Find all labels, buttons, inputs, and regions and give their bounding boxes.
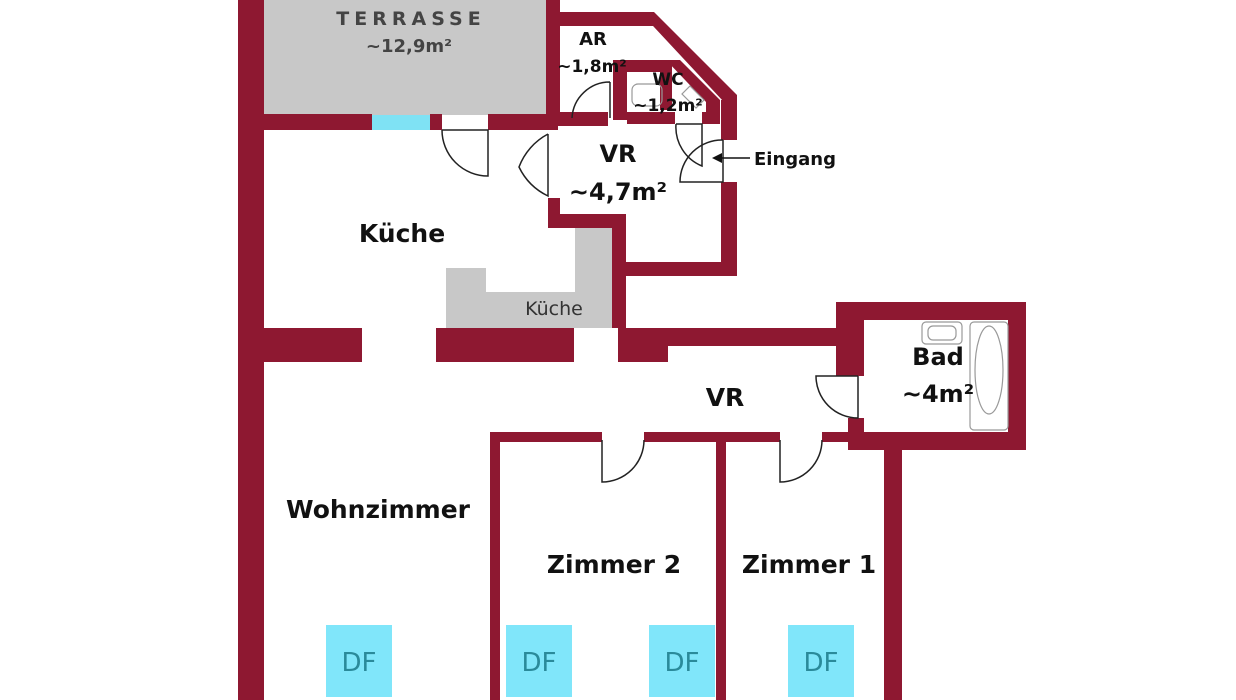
- wc-fixtures: [631, 83, 705, 109]
- terrace-door: [441, 129, 489, 177]
- vr-hall-name: VR: [706, 383, 745, 412]
- ar-door: [571, 81, 611, 119]
- wc-name: WC: [652, 70, 683, 90]
- entrance-label: Eingang: [754, 149, 836, 170]
- zimmer2-name: Zimmer 2: [547, 550, 681, 579]
- bath-fixtures: [921, 321, 1009, 431]
- skylight-zimmer2-right: DF: [649, 625, 715, 697]
- terrasse-area: ~12,9m²: [366, 36, 452, 57]
- vr-kitchen-door: [518, 133, 549, 198]
- terrasse-name: TERRASSE: [336, 8, 485, 30]
- zimmer1-name: Zimmer 1: [742, 550, 876, 579]
- entrance-door: [679, 139, 724, 183]
- vr-entry-name: VR: [599, 140, 636, 168]
- zimmer2-door: [601, 439, 645, 483]
- terrace-area: [262, 0, 548, 115]
- arrow-left-icon: [712, 153, 750, 163]
- skylight-zimmer1: DF: [788, 625, 854, 697]
- bad-name: Bad: [912, 343, 964, 371]
- skylight-label: DF: [342, 648, 377, 678]
- wc-area: ~1,2m²: [633, 96, 703, 116]
- chamfer-wall: [640, 12, 737, 140]
- bad-area: ~4m²: [902, 380, 974, 408]
- wc-door: [675, 123, 703, 168]
- ar-name: AR: [579, 29, 607, 50]
- zimmer1-door: [779, 439, 823, 483]
- kueche-counter-label: Küche: [525, 298, 583, 320]
- walls: [238, 0, 1026, 700]
- skylight-label: DF: [665, 648, 700, 678]
- vr-entry-area: ~4,7m²: [569, 178, 667, 206]
- ar-area: ~1,8m²: [557, 57, 627, 77]
- wc-chamfer-wall: [666, 60, 720, 112]
- kueche-name: Küche: [359, 219, 445, 248]
- skylight-label: DF: [804, 648, 839, 678]
- skylight-wohnzimmer: DF: [326, 625, 392, 697]
- skylight-zimmer2-left: DF: [506, 625, 572, 697]
- terrace-window: [372, 115, 430, 130]
- bad-door: [815, 375, 859, 419]
- wohnzimmer-name: Wohnzimmer: [286, 495, 471, 524]
- skylight-label: DF: [522, 648, 557, 678]
- kitchen-counter: [446, 228, 617, 328]
- doors: [441, 81, 859, 483]
